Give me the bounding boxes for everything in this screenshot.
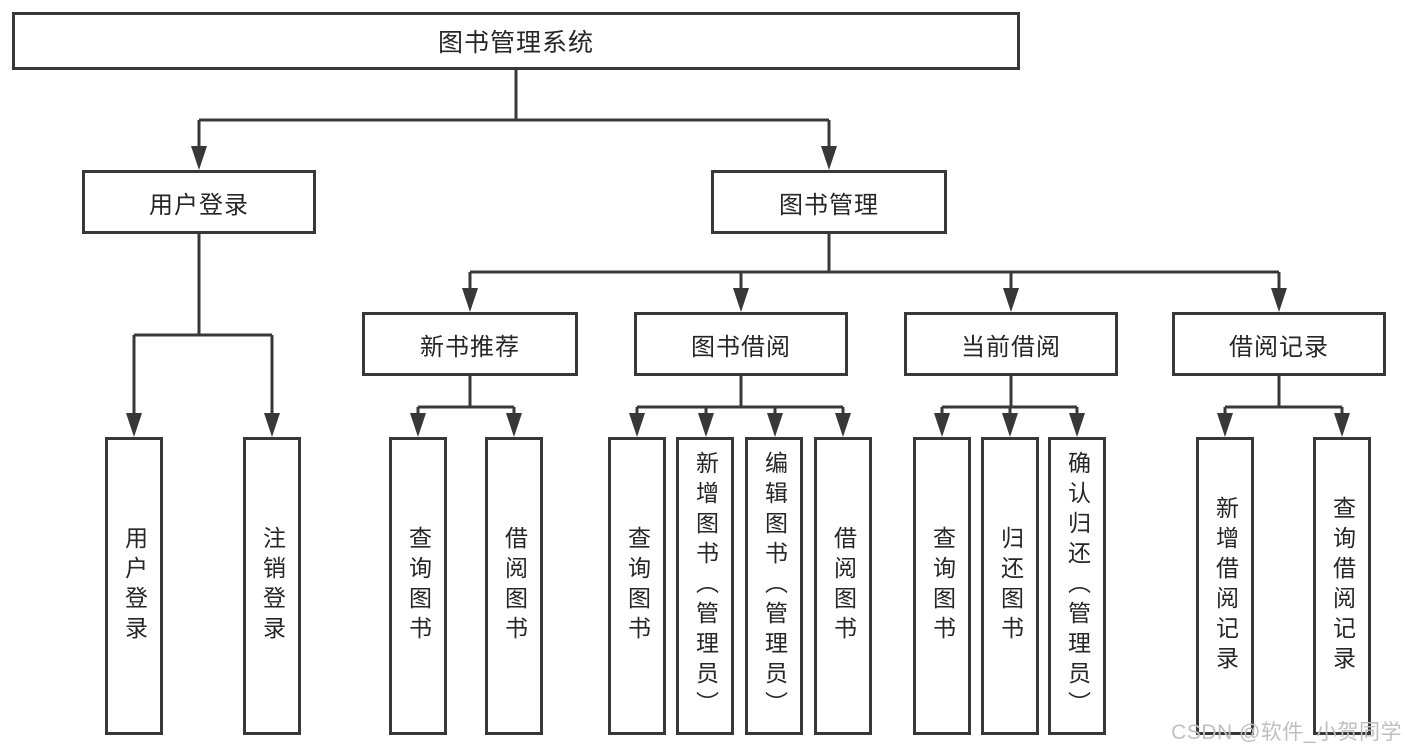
connector-root-to-level2 (191, 70, 837, 170)
arrow-down-icon (1217, 413, 1233, 437)
leaf-label: 确认归还（管理员） (1064, 451, 1091, 721)
connector-login-to-leaves (126, 234, 280, 437)
node-book-borrow-label: 图书借阅 (691, 333, 791, 361)
arrow-down-icon (410, 413, 426, 437)
leaf-logout: 注销登录 (243, 437, 301, 735)
connector-recommend-to-leaves (410, 376, 522, 437)
leaf-label: 用户登录 (121, 526, 148, 646)
node-borrow-records: 借阅记录 (1172, 312, 1386, 376)
leaf-label: 编辑图书（管理员） (761, 451, 788, 721)
node-book-management-label: 图书管理 (779, 191, 879, 219)
leaf-confirm-return-admin: 确认归还（管理员） (1048, 437, 1106, 735)
node-current-borrow-label: 当前借阅 (961, 333, 1061, 361)
leaf-label: 查询借阅记录 (1329, 496, 1356, 676)
leaf-label: 新增借阅记录 (1212, 496, 1239, 676)
leaf-borrow-books-recommend: 借阅图书 (485, 437, 543, 735)
arrow-down-icon (264, 413, 280, 437)
leaf-return-books: 归还图书 (981, 437, 1039, 735)
node-root-label: 图书管理系统 (437, 29, 594, 57)
arrow-down-icon (934, 413, 950, 437)
arrow-down-icon (126, 413, 142, 437)
leaf-label: 注销登录 (259, 526, 286, 646)
node-user-login-label: 用户登录 (149, 191, 249, 219)
leaf-label: 归还图书 (997, 526, 1024, 646)
leaf-label: 新增图书（管理员） (692, 451, 719, 721)
node-book-borrow: 图书借阅 (634, 312, 848, 376)
arrow-down-icon (767, 413, 783, 437)
leaf-borrow-books: 借阅图书 (814, 437, 872, 735)
node-new-book-recommend: 新书推荐 (362, 312, 578, 376)
arrow-down-icon (462, 288, 478, 312)
arrow-down-icon (191, 146, 207, 170)
node-book-management: 图书管理 (711, 170, 947, 234)
arrow-down-icon (698, 413, 714, 437)
node-current-borrow: 当前借阅 (904, 312, 1118, 376)
leaf-edit-books-admin: 编辑图书（管理员） (745, 437, 803, 735)
arrow-down-icon (1271, 288, 1287, 312)
leaf-label: 借阅图书 (830, 526, 857, 646)
leaf-query-borrow-record: 查询借阅记录 (1313, 437, 1371, 735)
arrow-down-icon (1002, 413, 1018, 437)
leaf-user-login: 用户登录 (105, 437, 163, 735)
leaf-add-books-admin: 新增图书（管理员） (676, 437, 734, 735)
arrow-down-icon (1334, 413, 1350, 437)
connector-management-to-level3 (462, 234, 1287, 312)
leaf-add-borrow-record: 新增借阅记录 (1196, 437, 1254, 735)
arrow-down-icon (821, 146, 837, 170)
node-user-login: 用户登录 (82, 170, 316, 234)
arrow-down-icon (629, 413, 645, 437)
leaf-query-books-borrow: 查询图书 (608, 437, 666, 735)
leaf-query-books-current: 查询图书 (913, 437, 971, 735)
arrow-down-icon (1069, 413, 1085, 437)
csdn-watermark: CSDN @软件_小贺同学 (1171, 721, 1402, 744)
node-new-book-recommend-label: 新书推荐 (420, 333, 520, 361)
arrow-down-icon (1003, 288, 1019, 312)
leaf-label: 查询图书 (929, 526, 956, 646)
leaf-label: 查询图书 (624, 526, 651, 646)
connector-borrow-to-leaves (629, 376, 851, 437)
arrow-down-icon (733, 288, 749, 312)
leaf-query-books-recommend: 查询图书 (389, 437, 447, 735)
node-root-system: 图书管理系统 (12, 12, 1020, 70)
leaf-label: 查询图书 (405, 526, 432, 646)
arrow-down-icon (506, 413, 522, 437)
leaf-label: 借阅图书 (501, 526, 528, 646)
connector-current-to-leaves (934, 376, 1085, 437)
node-borrow-records-label: 借阅记录 (1229, 333, 1329, 361)
connector-records-to-leaves (1217, 376, 1350, 437)
arrow-down-icon (835, 413, 851, 437)
